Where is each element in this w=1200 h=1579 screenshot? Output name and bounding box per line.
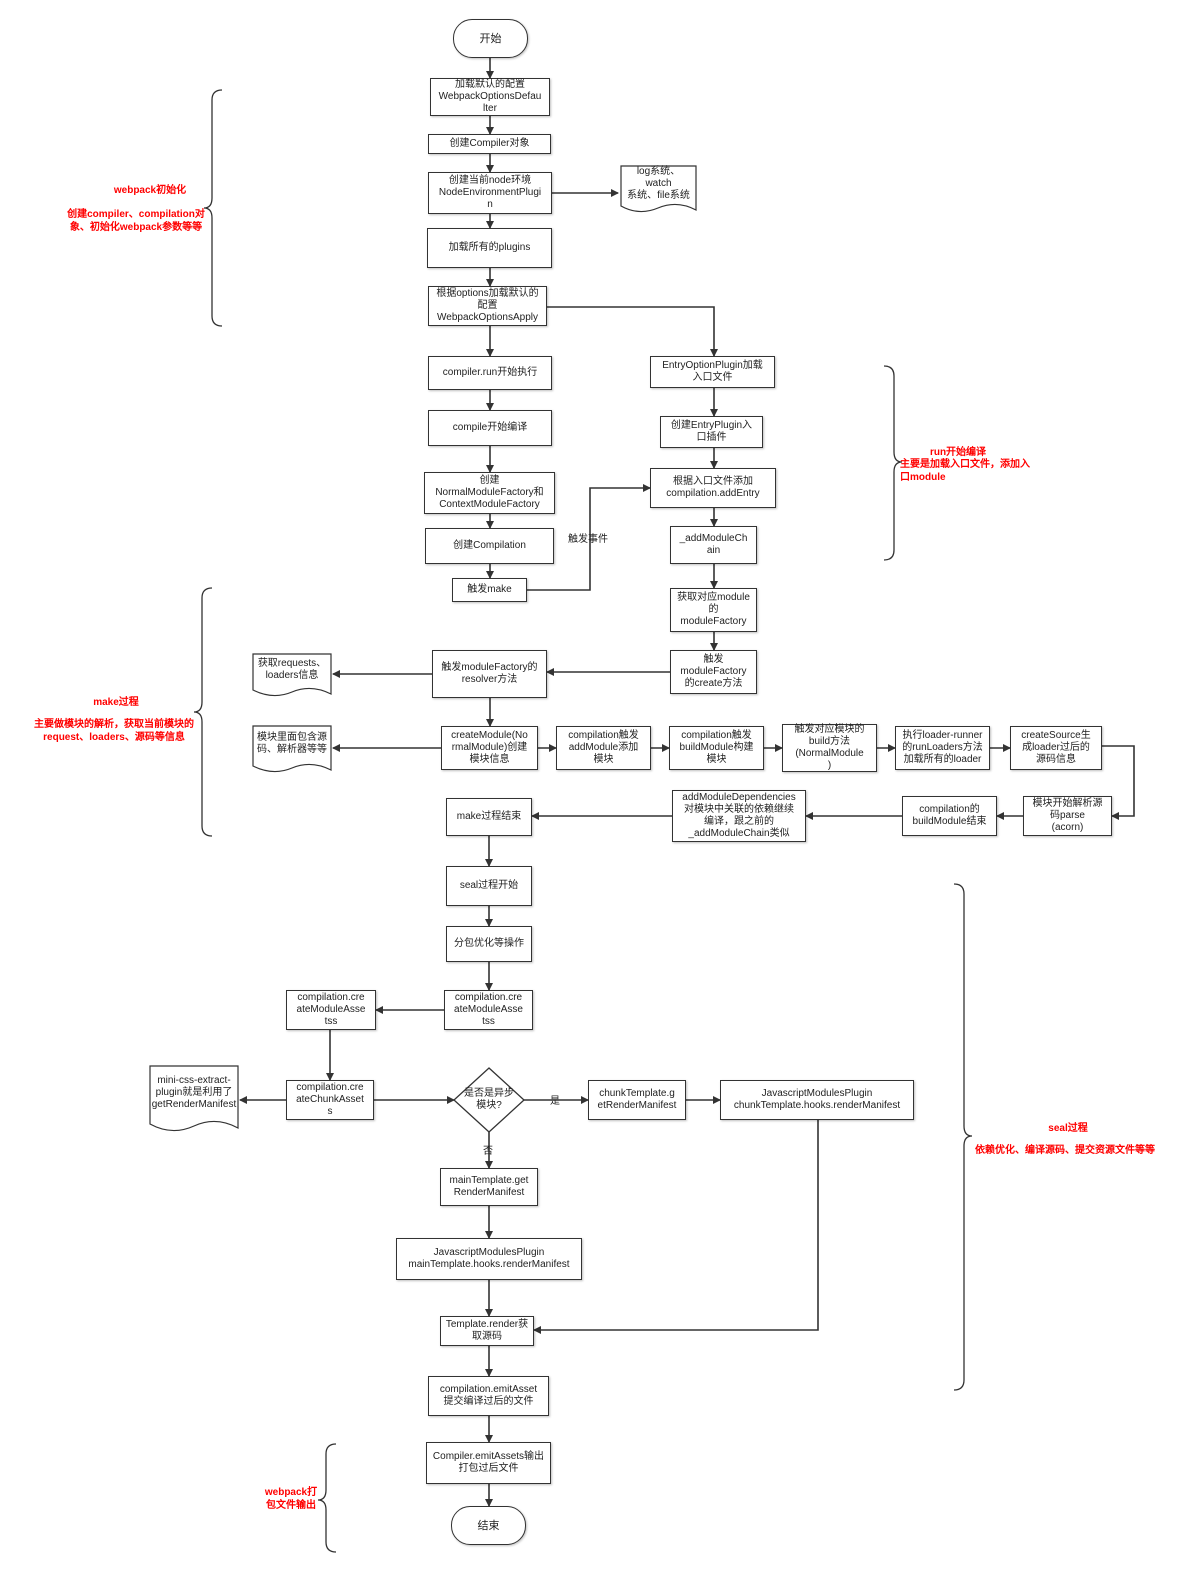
create-entry-plugin-node: 创建EntryPlugin入 口插件 (660, 416, 763, 448)
get-module-factory-node: 获取对应module 的 moduleFactory (670, 588, 757, 632)
seal-annotation-title: seal过程 (1048, 1123, 1088, 1134)
build-module-end-node: compilation的 buildModule结束 (902, 796, 997, 836)
compilation-add-module-node: compilation触发 addModule添加 模块 (556, 726, 651, 770)
output-annotation: webpack打 包文件输出 (264, 1487, 318, 1511)
add-module-chain-node: _addModuleCh ain (670, 526, 757, 564)
make-end-node: make过程结束 (446, 798, 532, 836)
create-module-assets-left-node: compilation.cre ateModuleAsse tss (286, 990, 376, 1030)
init-annotation-desc: 创建compiler、compilation对 象、初始化webpack参数等等 (67, 209, 205, 233)
template-render-node: Template.render获 取源码 (440, 1316, 534, 1346)
doc-shape-m1doc (252, 653, 332, 697)
trigger-event-label: 触发事件 (568, 534, 608, 545)
create-factories-node: 创建 NormalModuleFactory和 ContextModuleFac… (424, 472, 555, 514)
edge-n5-e1 (547, 306, 718, 357)
decision-diamond (453, 1067, 525, 1133)
create-source-node: createSource生 成loader过后的 源码信息 (1010, 726, 1102, 770)
module-factory-resolver-node: 触发moduleFactory的 resolver方法 (432, 650, 547, 698)
brace-init (203, 89, 223, 327)
yes-label: 是 (550, 1096, 560, 1107)
loader-runner-node: 执行loader-runner 的runLoaders方法 加载所有的loade… (895, 726, 990, 770)
doc-shape-s5doc (149, 1065, 239, 1132)
create-module-node: createModule(No rmalModule)创建 模块信息 (441, 726, 538, 770)
brace-seal (953, 883, 973, 1391)
make-annotation-desc: 主要做模块的解析，获取当前模块的 request、loaders、源码等信息 (34, 719, 194, 743)
compile-start-node: compile开始编译 (428, 410, 552, 446)
parse-source-node: 模块开始解析源 码parse (acorn) (1023, 796, 1112, 836)
add-entry-node: 根据入口文件添加 compilation.addEntry (650, 468, 776, 508)
compiler-run-node: compiler.run开始执行 (428, 356, 552, 390)
node-environment-plugin-node: 创建当前node环境 NodeEnvironmentPlugi n (428, 172, 552, 214)
chunk-template-hooks-node: JavascriptModulesPlugin chunkTemplate.ho… (720, 1080, 914, 1120)
start-node: 开始 (453, 19, 528, 58)
create-compiler-node: 创建Compiler对象 (428, 134, 551, 154)
brace-run (883, 365, 903, 561)
split-chunks-node: 分包优化等操作 (446, 926, 532, 962)
edge-s7-s10 (533, 1120, 819, 1334)
main-template-manifest-node: mainTemplate.get RenderManifest (440, 1168, 538, 1206)
chunk-template-manifest-node: chunkTemplate.g etRenderManifest (588, 1080, 686, 1120)
module-source-parser-doc: 模块里面包含源 码、解析器等等 (257, 732, 327, 755)
brace-output (317, 1443, 337, 1553)
end-node: 结束 (451, 1506, 526, 1545)
trigger-make-node: 触发make (452, 578, 527, 602)
run-annotation-desc: 主要是加载入口文件，添加入 口module (900, 459, 1030, 483)
requests-loaders-doc: 获取requests、 loaders信息 (257, 658, 327, 681)
load-default-config-node: 加载默认的配置 WebpackOptionsDefau lter (430, 78, 550, 116)
create-module-assets-node: compilation.cre ateModuleAsse tss (444, 990, 533, 1030)
mini-css-extract-doc: mini-css-extract- plugin就是利用了 getRenderM… (151, 1075, 237, 1110)
options-apply-node: 根据options加载默认的 配置 WebpackOptionsApply (428, 286, 547, 326)
seal-start-node: seal过程开始 (446, 866, 532, 906)
run-annotation-title: run开始编译 (929, 447, 987, 458)
create-compilation-node: 创建Compilation (425, 528, 554, 564)
init-annotation-title: webpack初始化 (113, 185, 187, 196)
edge-n10-e3 (527, 484, 651, 591)
doc-shape-n3doc (620, 165, 697, 213)
no-label: 否 (483, 1146, 493, 1157)
module-build-method-node: 触发对应模块的 build方法 (NormalModule ) (782, 724, 877, 772)
seal-annotation-desc: 依赖优化、编译源码、提交资源文件等等 (975, 1145, 1155, 1156)
is-async-module-decision: 是否是异步 模块? (464, 1088, 514, 1111)
compilation-emit-asset-node: compilation.emitAsset 提交编译过后的文件 (428, 1376, 549, 1416)
create-chunk-assets-node: compilation.cre ateChunkAsset s (286, 1080, 374, 1120)
log-watch-file-doc: log系统、watch 系统、file系统 (627, 166, 690, 201)
make-annotation-title: make过程 (93, 697, 139, 708)
load-plugins-node: 加载所有的plugins (427, 228, 552, 268)
edge-m7-m8 (1102, 745, 1135, 820)
brace-make (193, 587, 213, 837)
entry-option-plugin-node: EntryOptionPlugin加载 入口文件 (650, 356, 775, 388)
compiler-emit-assets-node: Compiler.emitAssets输出 打包过后文件 (426, 1442, 551, 1484)
doc-shape-m2doc (252, 725, 332, 773)
compilation-build-module-node: compilation触发 buildModule构建 模块 (669, 726, 764, 770)
main-template-hooks-node: JavascriptModulesPlugin mainTemplate.hoo… (396, 1238, 582, 1280)
add-module-dependencies-node: addModuleDependencies 对模块中关联的依赖继续 编译，跟之前… (672, 790, 806, 842)
module-factory-create-node: 触发 moduleFactory 的create方法 (670, 650, 757, 694)
